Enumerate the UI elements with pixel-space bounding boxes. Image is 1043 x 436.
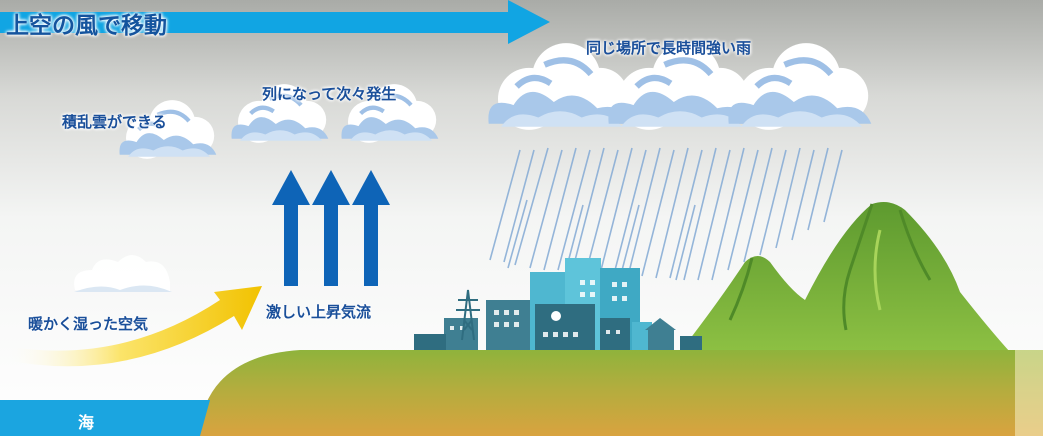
cumulonimbus-label: 積乱雲ができる <box>62 113 167 131</box>
land <box>198 350 1043 436</box>
updraft-label: 激しい上昇気流 <box>266 303 372 321</box>
upper-wind-label: 上空の風で移動 <box>6 13 167 39</box>
upper-wind-arrow <box>0 0 550 44</box>
power-tower <box>456 289 480 341</box>
land-edge-glow <box>1015 350 1043 436</box>
sea-band <box>0 400 210 436</box>
warm-air-arrow <box>5 286 262 367</box>
rain <box>489 147 843 281</box>
sea-label: 海 <box>78 413 95 432</box>
mountains <box>680 202 1010 352</box>
warm-air-label: 暖かく湿った空気 <box>28 315 149 333</box>
heavy-rain-label: 同じ場所で長時間強い雨 <box>586 39 752 57</box>
updraft-arrows <box>272 170 390 286</box>
warm-air-cloud <box>74 255 172 292</box>
city-buildings <box>414 258 702 354</box>
row-formation-label: 列になって次々発生 <box>262 85 397 103</box>
